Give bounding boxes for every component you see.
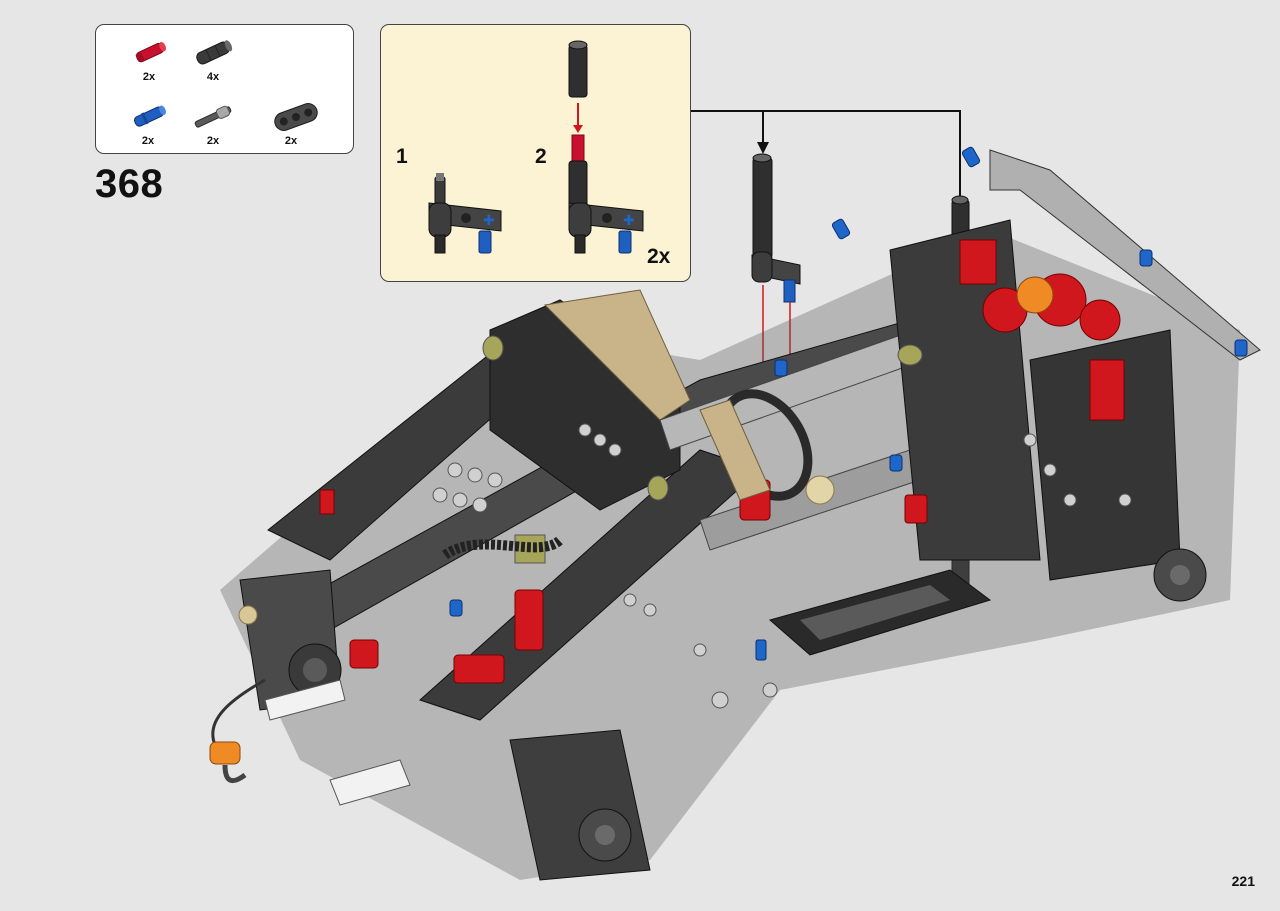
arrow-head-icon	[757, 142, 769, 154]
step-number: 368	[95, 162, 164, 206]
substep-multiplier: 2x	[647, 245, 671, 268]
chassis-body	[209, 146, 1261, 881]
part-quantity: 2x	[284, 135, 298, 147]
dark-gray-axle-connector-icon	[196, 40, 233, 65]
part-quantity: 2x	[142, 71, 156, 83]
subassembly-box: 1 2 2x ✚ ✚	[380, 24, 691, 282]
substep-1-assembly: ✚	[428, 173, 502, 254]
part-red-axle-pin: 2x	[124, 35, 174, 85]
blue-axle-pin-icon	[134, 105, 166, 127]
part-quantity: 4x	[206, 71, 220, 83]
svg-text:✚: ✚	[623, 212, 635, 228]
substep-2-assembly: ✚	[568, 40, 644, 254]
part-gray-axle: 2x	[188, 99, 238, 149]
part-quantity: 2x	[206, 135, 220, 147]
gray-axle-icon	[194, 105, 232, 128]
part-blue-axle-pin: 2x	[123, 99, 173, 149]
substep-1-label: 1	[396, 145, 408, 168]
parts-list-box: 2x 4x 2x 2x	[95, 24, 354, 154]
svg-text:✚: ✚	[483, 212, 495, 228]
subassembly-illustration: ✚ ✚	[428, 40, 644, 254]
page-number: 221	[1231, 873, 1255, 889]
red-axle-pin-icon	[135, 41, 167, 63]
part-quantity: 2x	[141, 135, 155, 147]
substep-2-label: 2	[535, 145, 547, 168]
dark-gray-liftarm-icon	[274, 103, 318, 131]
part-dark-gray-connector: 4x	[188, 35, 238, 85]
part-dark-gray-liftarm: 2x	[266, 99, 318, 149]
